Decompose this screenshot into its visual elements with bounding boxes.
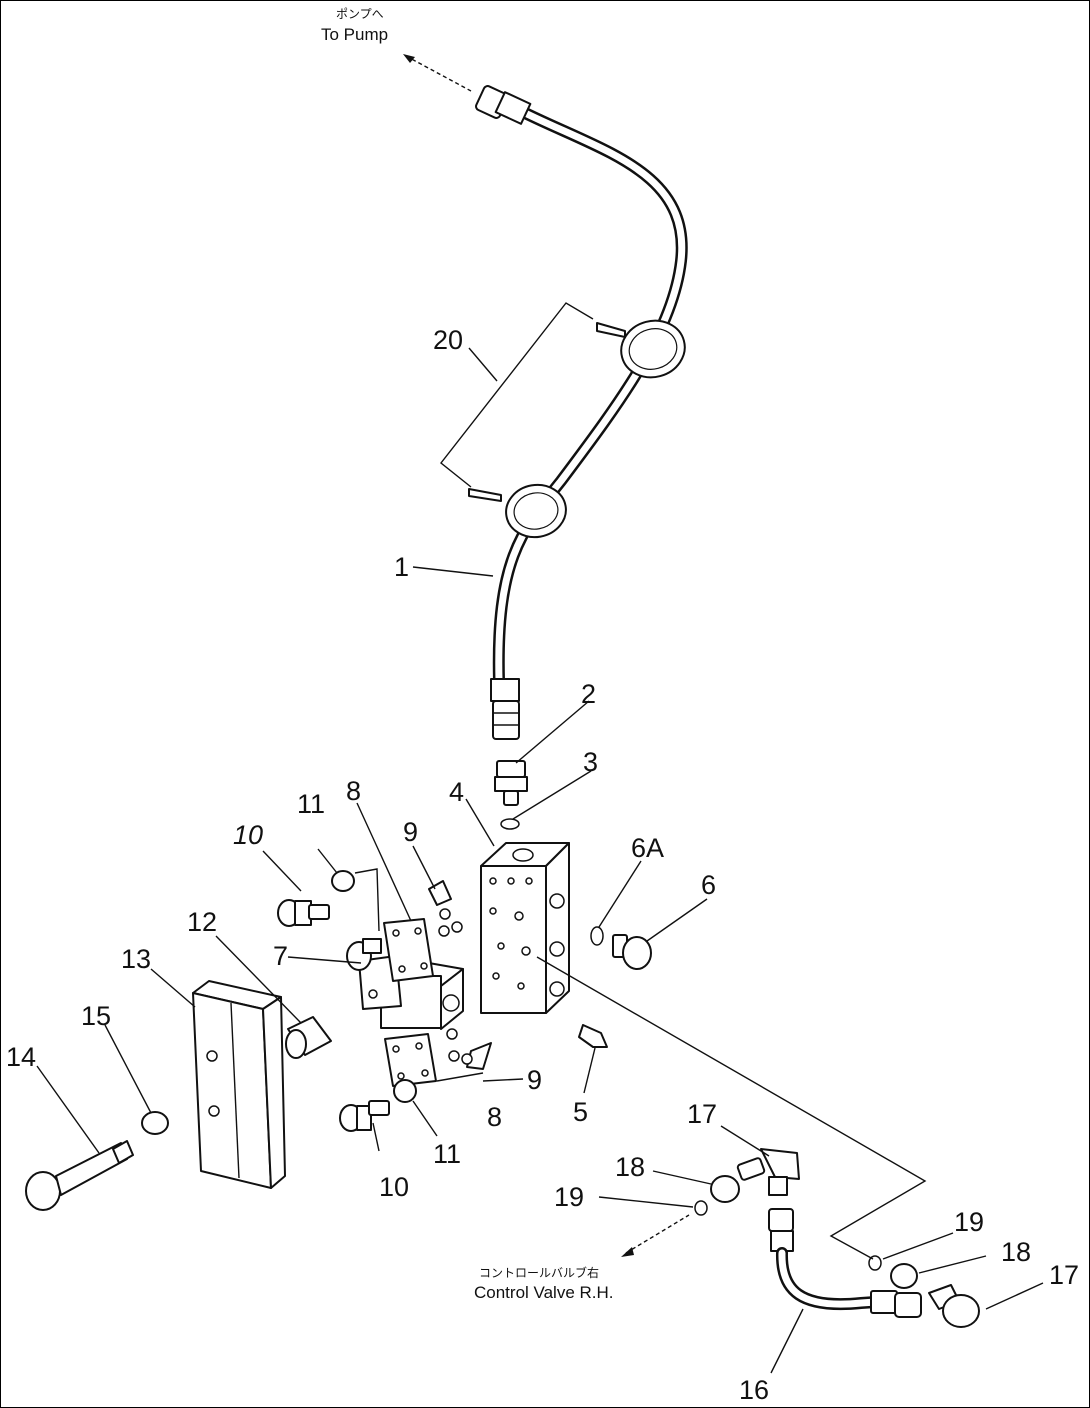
callout-3: 3 — [583, 747, 598, 777]
bolt-14 — [25, 1140, 134, 1211]
callout-19-right: 19 — [954, 1207, 984, 1237]
callout-8-top: 8 — [346, 776, 361, 806]
to-valve-label: コントロールバルブ右 Control Valve R.H. — [474, 1265, 614, 1302]
callout-17-top: 17 — [687, 1099, 717, 1129]
leader-20-bracket — [440, 302, 594, 488]
callout-9-top: 9 — [403, 817, 418, 847]
callout-9-bottom: 9 — [527, 1065, 542, 1095]
elbow-17-right — [928, 1284, 980, 1328]
leader-lines — [36, 347, 1044, 1374]
callout-5: 5 — [573, 1097, 588, 1127]
to-valve-arrow — [625, 1214, 690, 1254]
callout-10-bottom: 10 — [379, 1172, 409, 1202]
o-ring-19-left — [694, 1200, 708, 1216]
o-ring-19-right — [868, 1255, 882, 1271]
callout-6: 6 — [701, 870, 716, 900]
nut-18-right — [890, 1263, 918, 1289]
mounting-bracket — [192, 980, 286, 1189]
callouts: 20 1 2 3 4 6A 6 5 7 8 8 9 9 10 10 11 11 … — [6, 325, 1079, 1405]
washer-11-lower — [393, 1079, 417, 1103]
callout-14: 14 — [6, 1042, 36, 1072]
to-pump-arrowhead — [403, 54, 415, 63]
to-valve-label-jp: コントロールバルブ右 — [479, 1265, 599, 1280]
hose-clamp-lower — [468, 483, 567, 539]
nipple-5 — [578, 1024, 608, 1048]
callout-11-top: 11 — [297, 789, 325, 819]
nut-18-left — [710, 1175, 740, 1203]
callout-13: 13 — [121, 944, 151, 974]
to-valve-arrowhead — [621, 1247, 634, 1257]
to-pump-label-jp: ポンプへ — [336, 7, 384, 21]
valve-block — [480, 842, 570, 1014]
pump-hose — [475, 85, 688, 740]
callout-11-bottom: 11 — [433, 1139, 461, 1169]
callout-7: 7 — [273, 941, 288, 971]
plate-lower — [384, 1033, 437, 1087]
washer-15 — [141, 1111, 169, 1135]
packing-lower — [446, 1028, 492, 1070]
elbow-17-top — [736, 1148, 800, 1196]
to-pump-label: ポンプへ To Pump — [321, 7, 388, 44]
callout-16: 16 — [739, 1375, 769, 1405]
callout-4: 4 — [449, 777, 464, 807]
callout-18-right: 18 — [1001, 1237, 1031, 1267]
plug-6 — [612, 934, 652, 970]
callout-6a: 6A — [631, 833, 664, 863]
adapter-fitting — [494, 760, 528, 806]
hose-clamp-upper — [596, 319, 686, 379]
valve-hose — [768, 1208, 922, 1318]
to-valve-label-en: Control Valve R.H. — [474, 1283, 614, 1302]
o-ring-3 — [500, 818, 520, 830]
to-pump-label-en: To Pump — [321, 25, 388, 44]
callout-2: 2 — [581, 679, 596, 709]
callout-17-right: 17 — [1049, 1260, 1079, 1290]
o-ring-6a — [590, 926, 604, 946]
callout-1: 1 — [394, 552, 409, 582]
to-pump-arrow — [405, 55, 472, 92]
callout-8-bottom: 8 — [487, 1102, 502, 1132]
callout-12: 12 — [187, 907, 217, 937]
bolt-10-upper — [277, 899, 330, 927]
packing-upper — [428, 880, 463, 937]
callout-19-left: 19 — [554, 1182, 584, 1212]
plate-upper — [383, 918, 434, 982]
callout-15: 15 — [81, 1001, 111, 1031]
bolt-10-lower — [339, 1100, 390, 1132]
washer-11-upper — [331, 870, 355, 892]
spacer-12 — [285, 1016, 332, 1059]
callout-10-top: 10 — [233, 820, 263, 850]
callout-18-left: 18 — [615, 1152, 645, 1182]
callout-20: 20 — [433, 325, 463, 355]
